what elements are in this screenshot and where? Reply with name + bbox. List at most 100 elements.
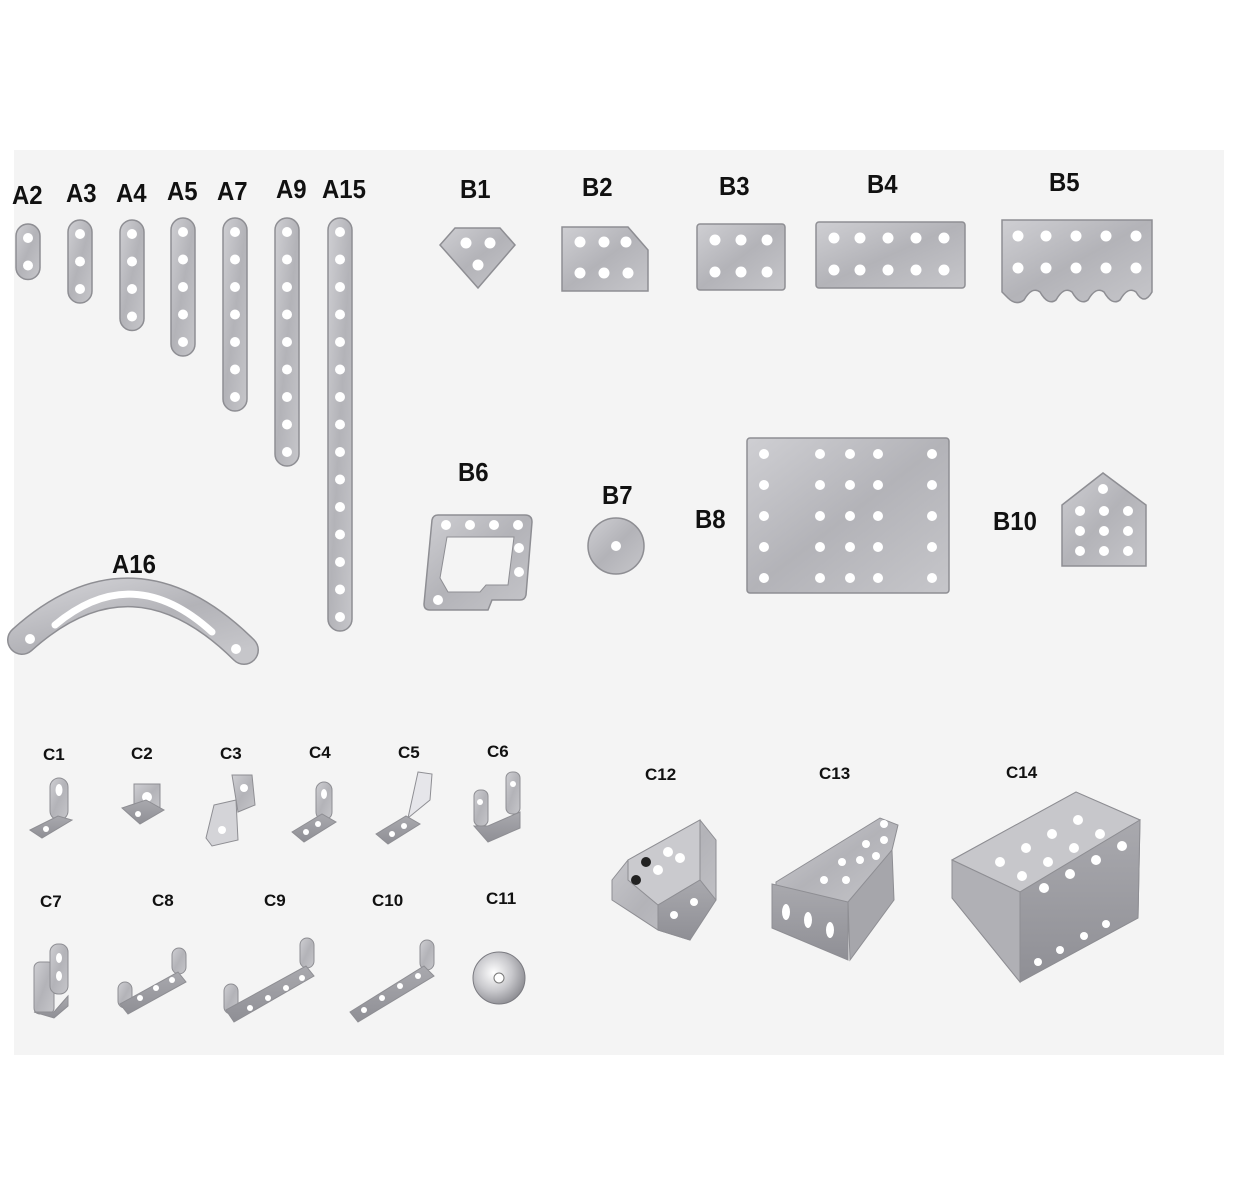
label-b8: B8	[695, 504, 726, 534]
bracket-c8	[117, 947, 187, 1015]
plate-hole	[927, 480, 937, 490]
strip-hole	[335, 254, 345, 265]
plate-hole	[815, 449, 825, 459]
plate-b4	[815, 221, 966, 289]
label-a5: A5	[167, 176, 198, 206]
plate-hole	[845, 542, 855, 552]
strip-a15	[327, 217, 353, 632]
label-c5: C5	[398, 743, 420, 762]
bracket-c9	[223, 937, 315, 1023]
label-c14: C14	[1006, 763, 1038, 782]
label-c6: C6	[487, 742, 509, 761]
bracket-c6	[472, 771, 521, 843]
bracket-c2	[121, 783, 166, 825]
label-a16: A16	[112, 549, 156, 579]
label-b1: B1	[460, 174, 491, 204]
strip-hole	[127, 284, 137, 294]
strip-a9	[274, 217, 300, 467]
plate-hole	[927, 511, 937, 521]
label-a7: A7	[217, 176, 248, 206]
label-a3: A3	[66, 178, 97, 208]
plate-hole	[845, 480, 855, 490]
strip-hole	[230, 254, 240, 265]
label-b4: B4	[867, 169, 898, 199]
bracket-c12	[611, 819, 717, 941]
strip-hole	[127, 311, 137, 322]
label-b5: B5	[1049, 167, 1080, 197]
strip-hole	[335, 392, 345, 402]
strip-hole	[282, 447, 292, 457]
plate-b1	[438, 227, 516, 290]
plate-hole	[873, 542, 883, 552]
strip-a3	[67, 219, 93, 304]
strip-hole	[230, 392, 240, 402]
strip-hole	[178, 309, 188, 320]
plate-hole	[759, 511, 769, 521]
strip-hole	[230, 364, 240, 375]
plate-hole	[815, 542, 825, 552]
strip-hole	[127, 229, 137, 239]
bracket-c4	[291, 781, 337, 843]
strip-hole	[23, 260, 33, 271]
plate-hole	[927, 449, 937, 459]
label-b6: B6	[458, 457, 489, 487]
strip-hole	[282, 254, 292, 265]
strip-hole	[335, 309, 345, 320]
plate-hole	[927, 573, 937, 583]
label-a9: A9	[276, 174, 307, 204]
strip-hole	[23, 233, 33, 243]
label-c10: C10	[372, 891, 404, 910]
strip-hole	[230, 227, 240, 237]
strip-hole	[282, 227, 292, 237]
label-a2: A2	[12, 180, 43, 210]
strip-hole	[335, 227, 345, 237]
strip-hole	[335, 282, 345, 292]
plate-hole	[815, 511, 825, 521]
plate-b10	[1061, 472, 1147, 567]
plate-hole	[815, 573, 825, 583]
plate-hole	[873, 511, 883, 521]
plate-b5	[1001, 219, 1153, 304]
bracket-c5	[375, 771, 433, 845]
bracket-c10	[349, 939, 435, 1023]
label-c8: C8	[152, 891, 174, 910]
bracket-c13	[771, 817, 899, 962]
strip-hole	[75, 256, 85, 267]
strip-hole	[282, 364, 292, 375]
label-c3: C3	[220, 744, 242, 763]
plate-hole	[927, 542, 937, 552]
label-c7: C7	[40, 892, 62, 911]
strip-group	[15, 217, 353, 632]
strip-a5	[170, 217, 196, 357]
strip-hole	[178, 254, 188, 265]
plate-hole	[845, 449, 855, 459]
plate-hole	[873, 449, 883, 459]
bracket-c1	[29, 777, 74, 839]
plate-hole	[759, 573, 769, 583]
strip-hole	[75, 229, 85, 239]
label-b7: B7	[602, 480, 633, 510]
washer-b7	[587, 517, 645, 575]
strip-hole	[282, 282, 292, 292]
strip-hole	[282, 392, 292, 402]
plate-hole	[845, 511, 855, 521]
strip-hole	[127, 256, 137, 267]
label-c1: C1	[43, 745, 65, 764]
label-b3: B3	[719, 171, 750, 201]
strip-hole	[335, 502, 345, 512]
label-c12: C12	[645, 765, 677, 784]
label-c4: C4	[309, 743, 331, 762]
plate-hole	[759, 480, 769, 490]
strip-hole	[335, 447, 345, 457]
strip-hole	[335, 337, 345, 347]
strip-hole	[335, 557, 345, 567]
strip-hole	[335, 612, 345, 622]
label-c2: C2	[131, 744, 153, 763]
label-b2: B2	[582, 172, 613, 202]
label-a15: A15	[322, 174, 366, 204]
strip-hole	[335, 474, 345, 485]
disc-c11	[472, 951, 526, 1005]
plate-b8	[746, 437, 950, 594]
strip-hole	[230, 282, 240, 292]
